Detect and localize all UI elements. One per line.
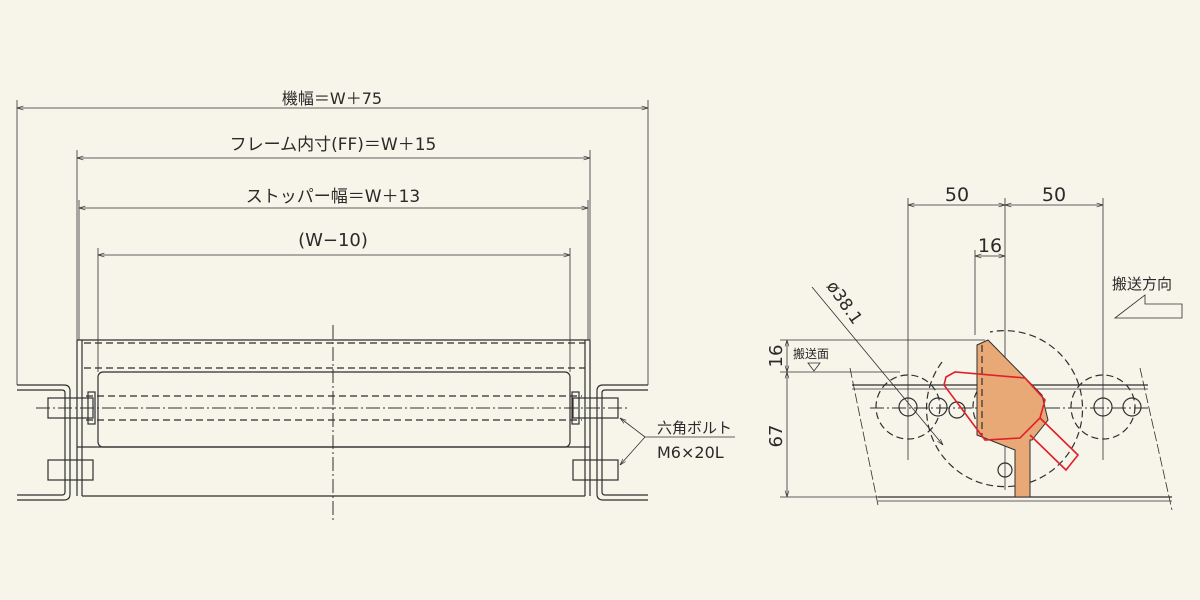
roller-length-label: (W−10) xyxy=(298,230,368,251)
right-frame xyxy=(571,384,648,501)
height-frame-label: 67 xyxy=(766,425,787,448)
height-above-label: 16 xyxy=(766,345,787,368)
direction-indicator: 搬送方向 xyxy=(1112,275,1183,319)
side-view: 50 50 16 ø38.1 16 67 搬送面 xyxy=(766,184,1183,511)
stopper-width-label: ストッパー幅＝W＋13 xyxy=(246,187,420,207)
height-dimensions: 16 67 搬送面 xyxy=(766,339,985,498)
stopper-lowered-outline xyxy=(943,371,1080,472)
conveying-surface-label: 搬送面 xyxy=(793,346,829,361)
frame-inner-label: フレーム内寸(FF)＝W＋15 xyxy=(230,135,437,155)
roller-assembly xyxy=(36,325,630,520)
surface-triangle-icon xyxy=(807,362,821,372)
left-frame xyxy=(17,384,96,501)
diameter-label: ø38.1 xyxy=(822,277,866,328)
bolt-spec-label: M6×20L xyxy=(657,443,724,462)
bolt-callout: 六角ボルト M6×20L xyxy=(620,418,735,465)
conveying-direction-label: 搬送方向 xyxy=(1112,275,1172,293)
stopper-raised xyxy=(976,339,1049,498)
machine-width-label: 機幅＝W＋75 xyxy=(282,89,382,108)
offset-label: 16 xyxy=(978,235,1002,257)
dimension-roller-length: (W−10) xyxy=(97,230,571,372)
bolt-name-label: 六角ボルト xyxy=(657,419,732,437)
dimension-stopper-width: ストッパー幅＝W＋13 xyxy=(78,187,589,340)
diameter-callout: ø38.1 xyxy=(811,277,943,445)
front-view: 機幅＝W＋75 フレーム内寸(FF)＝W＋15 ストッパー幅＝W＋13 (W−1… xyxy=(16,89,735,520)
pitch-right-label: 50 xyxy=(1042,184,1066,206)
dimension-machine-width: 機幅＝W＋75 xyxy=(16,89,649,385)
direction-arrow-icon xyxy=(1113,294,1183,319)
pitch-left-label: 50 xyxy=(945,184,969,206)
dimension-frame-inner: フレーム内寸(FF)＝W＋15 xyxy=(76,135,591,340)
